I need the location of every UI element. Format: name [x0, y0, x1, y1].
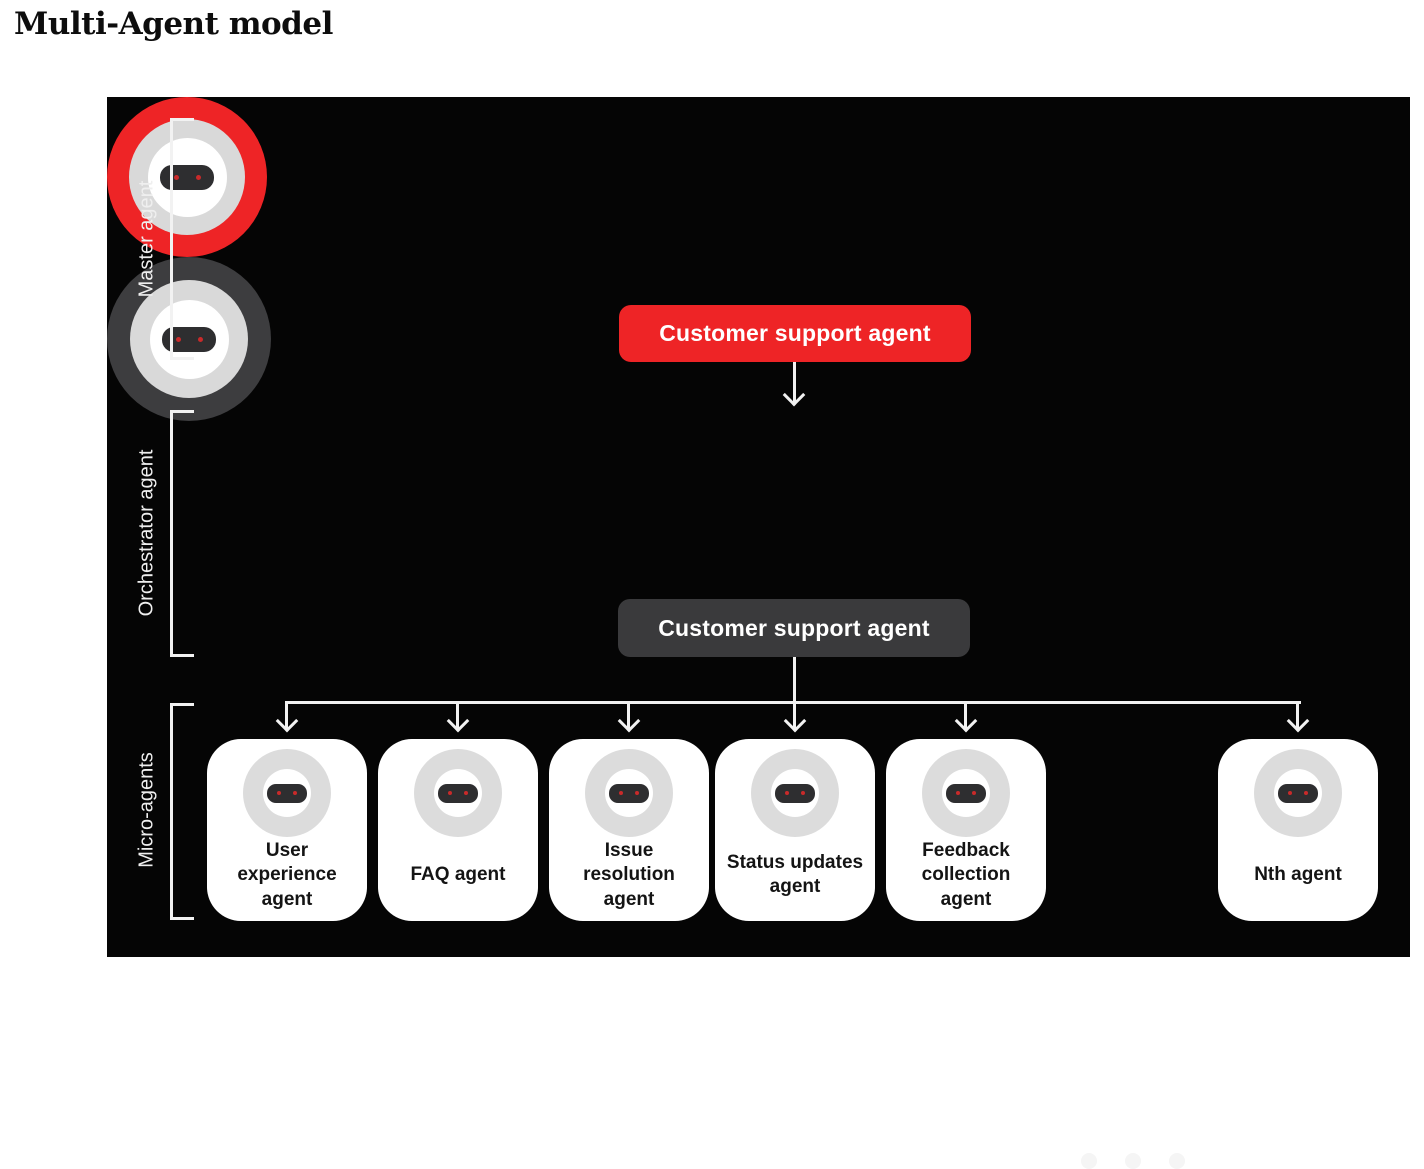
- branch-arrowhead-6: [1286, 709, 1310, 733]
- page-title: Multi-Agent model: [14, 6, 333, 42]
- orchestrator-customer-support-agent-button: Customer support agent: [618, 599, 970, 657]
- micro-agents-bracket: [170, 703, 194, 920]
- micro-agent-card-nth: Nth agent: [1218, 739, 1378, 921]
- orchestrator-agent-row-label: Orchestrator agent: [135, 449, 158, 617]
- master-agent-bracket: [170, 118, 194, 360]
- diagram-canvas: Master agent Orchestrator agent Micro-ag…: [107, 97, 1410, 1169]
- micro-agent-card-feedback-collection: Feedback collection agent: [886, 739, 1046, 921]
- micro-agent-card-issue-resolution: Issue resolution agent: [549, 739, 709, 921]
- micro-agent-label: Status updates agent: [726, 851, 864, 897]
- branch-line-2: [456, 701, 459, 729]
- branch-line-3: [627, 701, 630, 729]
- micro-agent-label: Nth agent: [1254, 863, 1342, 885]
- robot-face-icon: [922, 749, 1010, 837]
- micro-agent-card-faq: FAQ agent: [378, 739, 538, 921]
- robot-face-icon: [243, 749, 331, 837]
- robot-face-icon: [414, 749, 502, 837]
- master-customer-support-agent-button: Customer support agent: [619, 305, 971, 362]
- branch-arrowhead-2: [446, 709, 470, 733]
- branch-line-1: [285, 701, 288, 729]
- branch-line-5: [964, 701, 967, 729]
- micro-agent-label: FAQ agent: [410, 863, 506, 885]
- master-robot-face-icon: [107, 97, 267, 257]
- robot-face-icon: [585, 749, 673, 837]
- branch-arrowhead-5: [954, 709, 978, 733]
- branch-arrowhead-3: [617, 709, 641, 733]
- master-agent-row-label: Master agent: [135, 180, 158, 298]
- micro-agents-row-label: Micro-agents: [135, 752, 158, 868]
- robot-face-icon: [1254, 749, 1342, 837]
- arrow-master-to-orchestrator: [793, 362, 796, 404]
- micro-agent-label: Feedback collection agent: [921, 840, 1011, 910]
- micro-agent-label: User experience agent: [237, 840, 337, 910]
- arrowhead-master-to-orchestrator: [782, 383, 806, 407]
- branch-arrowhead-1: [275, 709, 299, 733]
- master-customer-support-agent-label: Customer support agent: [659, 320, 931, 346]
- branch-line-6: [1296, 701, 1299, 729]
- branch-arrowhead-4: [783, 709, 807, 733]
- micro-agent-label: Issue resolution agent: [583, 840, 675, 910]
- micro-agent-card-status-updates: Status updates agent: [715, 739, 875, 921]
- orchestrator-agent-bracket: [170, 410, 194, 657]
- micro-agent-card-user-experience: User experience agent: [207, 739, 367, 921]
- connector-trunk: [793, 657, 796, 704]
- robot-face-icon: [751, 749, 839, 837]
- orchestrator-customer-support-agent-label: Customer support agent: [658, 614, 930, 641]
- branch-line-4: [793, 701, 796, 729]
